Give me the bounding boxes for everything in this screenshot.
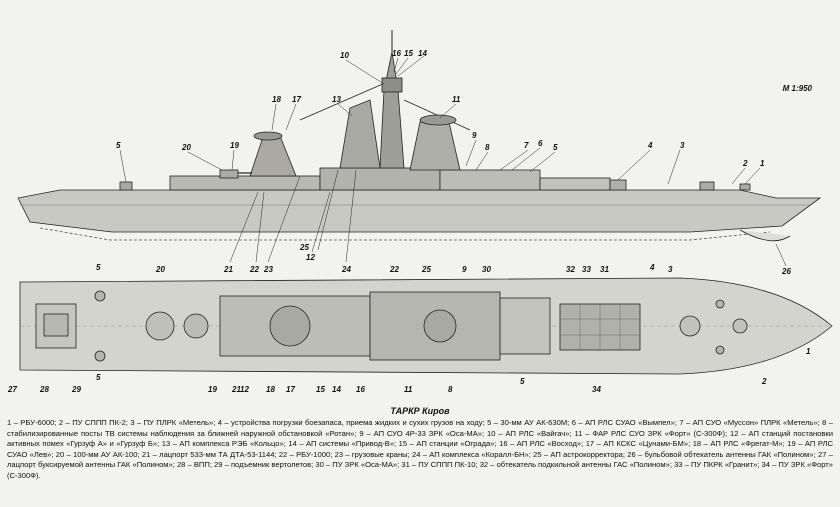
svg-text:8: 8: [485, 143, 490, 152]
callout-side-24: 24: [341, 169, 357, 274]
callout-side-21: 21: [223, 191, 259, 274]
callout-side-19: 19: [230, 141, 239, 171]
callout-plan-22: 22: [389, 265, 399, 274]
callout-side-23: 23: [263, 175, 301, 274]
plan-view: [19, 277, 833, 375]
callout-plan-28: 28: [39, 385, 49, 394]
callout-plan-18: 18: [266, 385, 275, 394]
callout-plan-33: 33: [582, 265, 591, 274]
svg-text:18: 18: [272, 95, 281, 104]
callout-side-14: 14: [397, 49, 427, 77]
svg-text:24: 24: [341, 265, 351, 274]
svg-text:6: 6: [538, 139, 543, 148]
callout-side-9: 9: [465, 131, 477, 167]
underwater-hull: [39, 227, 771, 241]
svg-text:10: 10: [340, 51, 349, 60]
callout-side-4: 4: [617, 141, 653, 181]
svg-text:19: 19: [230, 141, 239, 150]
callout-side-2: 2: [731, 159, 748, 185]
callout-side-17: 17: [285, 95, 301, 131]
callout-side-12: 12: [306, 191, 331, 262]
plan-callouts: 1 2 3 4 5 5 5 8 9 11 12 14 15 16 17 18 1…: [7, 263, 811, 394]
svg-text:5: 5: [553, 143, 558, 152]
callout-side-6: 6: [511, 139, 543, 171]
callout-plan-30: 30: [482, 265, 491, 274]
callout-plan-5b: 5: [96, 373, 101, 382]
svg-text:3: 3: [680, 141, 685, 150]
callout-plan-31: 31: [600, 265, 609, 274]
side-callouts: 1 2 3 4 5 5 6 7 8 9 10 11 12 13 14 15 16…: [116, 49, 791, 276]
callout-plan-16: 16: [356, 385, 365, 394]
caption-legend: 1 – РБУ-6000; 2 – ПУ СППП ПК-2; 3 – ПУ П…: [7, 418, 833, 480]
callout-plan-5c: 5: [520, 377, 525, 386]
callout-plan-8: 8: [448, 385, 453, 394]
svg-text:11: 11: [452, 95, 461, 104]
scale-label: М 1:950: [782, 84, 812, 93]
callout-side-22: 22: [249, 191, 265, 274]
callout-plan-34: 34: [592, 385, 601, 394]
svg-text:1: 1: [760, 159, 765, 168]
side-profile-view: [17, 30, 822, 242]
callout-side-3: 3: [667, 141, 685, 185]
callout-side-25: 25: [299, 169, 339, 252]
helipad: [35, 303, 77, 349]
callout-side-5b: 5: [529, 143, 558, 173]
svg-text:26: 26: [781, 267, 791, 276]
callout-side-8: 8: [475, 143, 490, 171]
svg-text:25: 25: [299, 243, 309, 252]
callout-plan-14: 14: [332, 385, 341, 394]
callout-plan-1: 1: [806, 347, 811, 356]
callout-side-15: 15: [395, 49, 413, 75]
callout-plan-32: 32: [566, 265, 575, 274]
svg-text:23: 23: [263, 265, 273, 274]
callout-plan-25: 25: [421, 265, 431, 274]
callout-side-13: 13: [332, 95, 353, 117]
callout-plan-4: 4: [649, 263, 655, 272]
callout-plan-2: 2: [761, 377, 767, 386]
callout-plan-11: 11: [404, 385, 413, 394]
callout-side-1: 1: [744, 159, 765, 185]
callout-plan-27: 27: [7, 385, 17, 394]
svg-text:12: 12: [306, 253, 315, 262]
callout-side-26: 26: [775, 243, 791, 276]
svg-text:20: 20: [181, 143, 191, 152]
callout-plan-17: 17: [286, 385, 295, 394]
callout-plan-12: 12: [240, 385, 249, 394]
svg-text:9: 9: [472, 131, 477, 140]
svg-text:2: 2: [742, 159, 748, 168]
svg-text:4: 4: [647, 141, 653, 150]
svg-text:13: 13: [332, 95, 341, 104]
callout-plan-3: 3: [668, 265, 673, 274]
callout-plan-9: 9: [462, 265, 467, 274]
callout-plan-5a: 5: [96, 263, 101, 272]
callout-side-10: 10: [340, 51, 385, 85]
callout-side-18: 18: [271, 95, 281, 131]
svg-text:14: 14: [418, 49, 427, 58]
callout-plan-19: 19: [208, 385, 217, 394]
svg-text:15: 15: [404, 49, 413, 58]
svg-text:16: 16: [392, 49, 401, 58]
svg-text:7: 7: [524, 141, 529, 150]
callout-side-16: 16: [392, 49, 401, 73]
sonar-bulb: [739, 229, 791, 242]
callout-side-11: 11: [439, 95, 461, 119]
svg-text:22: 22: [249, 265, 259, 274]
callout-plan-20: 20: [155, 265, 165, 274]
callout-plan-15: 15: [316, 385, 325, 394]
svg-text:17: 17: [292, 95, 301, 104]
svg-text:5: 5: [116, 141, 121, 150]
callout-side-7: 7: [499, 141, 529, 171]
callout-side-20: 20: [181, 143, 223, 171]
callout-plan-29: 29: [71, 385, 81, 394]
callout-side-5a: 5: [116, 141, 127, 183]
caption-title: ТАРКР Киров: [390, 406, 450, 416]
svg-text:21: 21: [223, 265, 233, 274]
hull: [17, 189, 822, 233]
callout-plan-21: 21: [231, 385, 241, 394]
ship-drawing: 1 2 3 4 5 5 6 7 8 9 10 11 12 13 14 15 16…: [7, 30, 833, 394]
